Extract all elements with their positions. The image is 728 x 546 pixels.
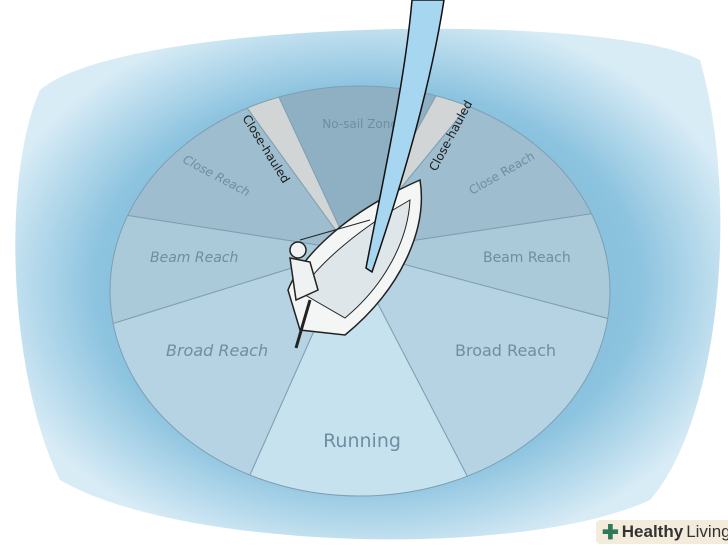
watermark-light-text: Living (686, 522, 728, 541)
zone-running (229, 248, 491, 496)
label-beam-reach-right: Beam Reach (483, 250, 571, 266)
label-broad-reach-left: Broad Reach (166, 341, 268, 360)
cross-leaf-icon: ✚ (602, 521, 619, 544)
label-beam-reach-left: Beam Reach (150, 250, 238, 266)
sailor (289, 241, 307, 259)
sail (365, 0, 445, 274)
rudder (294, 299, 312, 349)
watermark-bold-text: Healthy (621, 522, 684, 541)
label-running: Running (323, 430, 401, 452)
label-broad-reach-right: Broad Reach (455, 341, 556, 360)
label-no-sail-zone: No-sail Zone (322, 117, 398, 131)
sailboat-illustration (287, 0, 445, 349)
